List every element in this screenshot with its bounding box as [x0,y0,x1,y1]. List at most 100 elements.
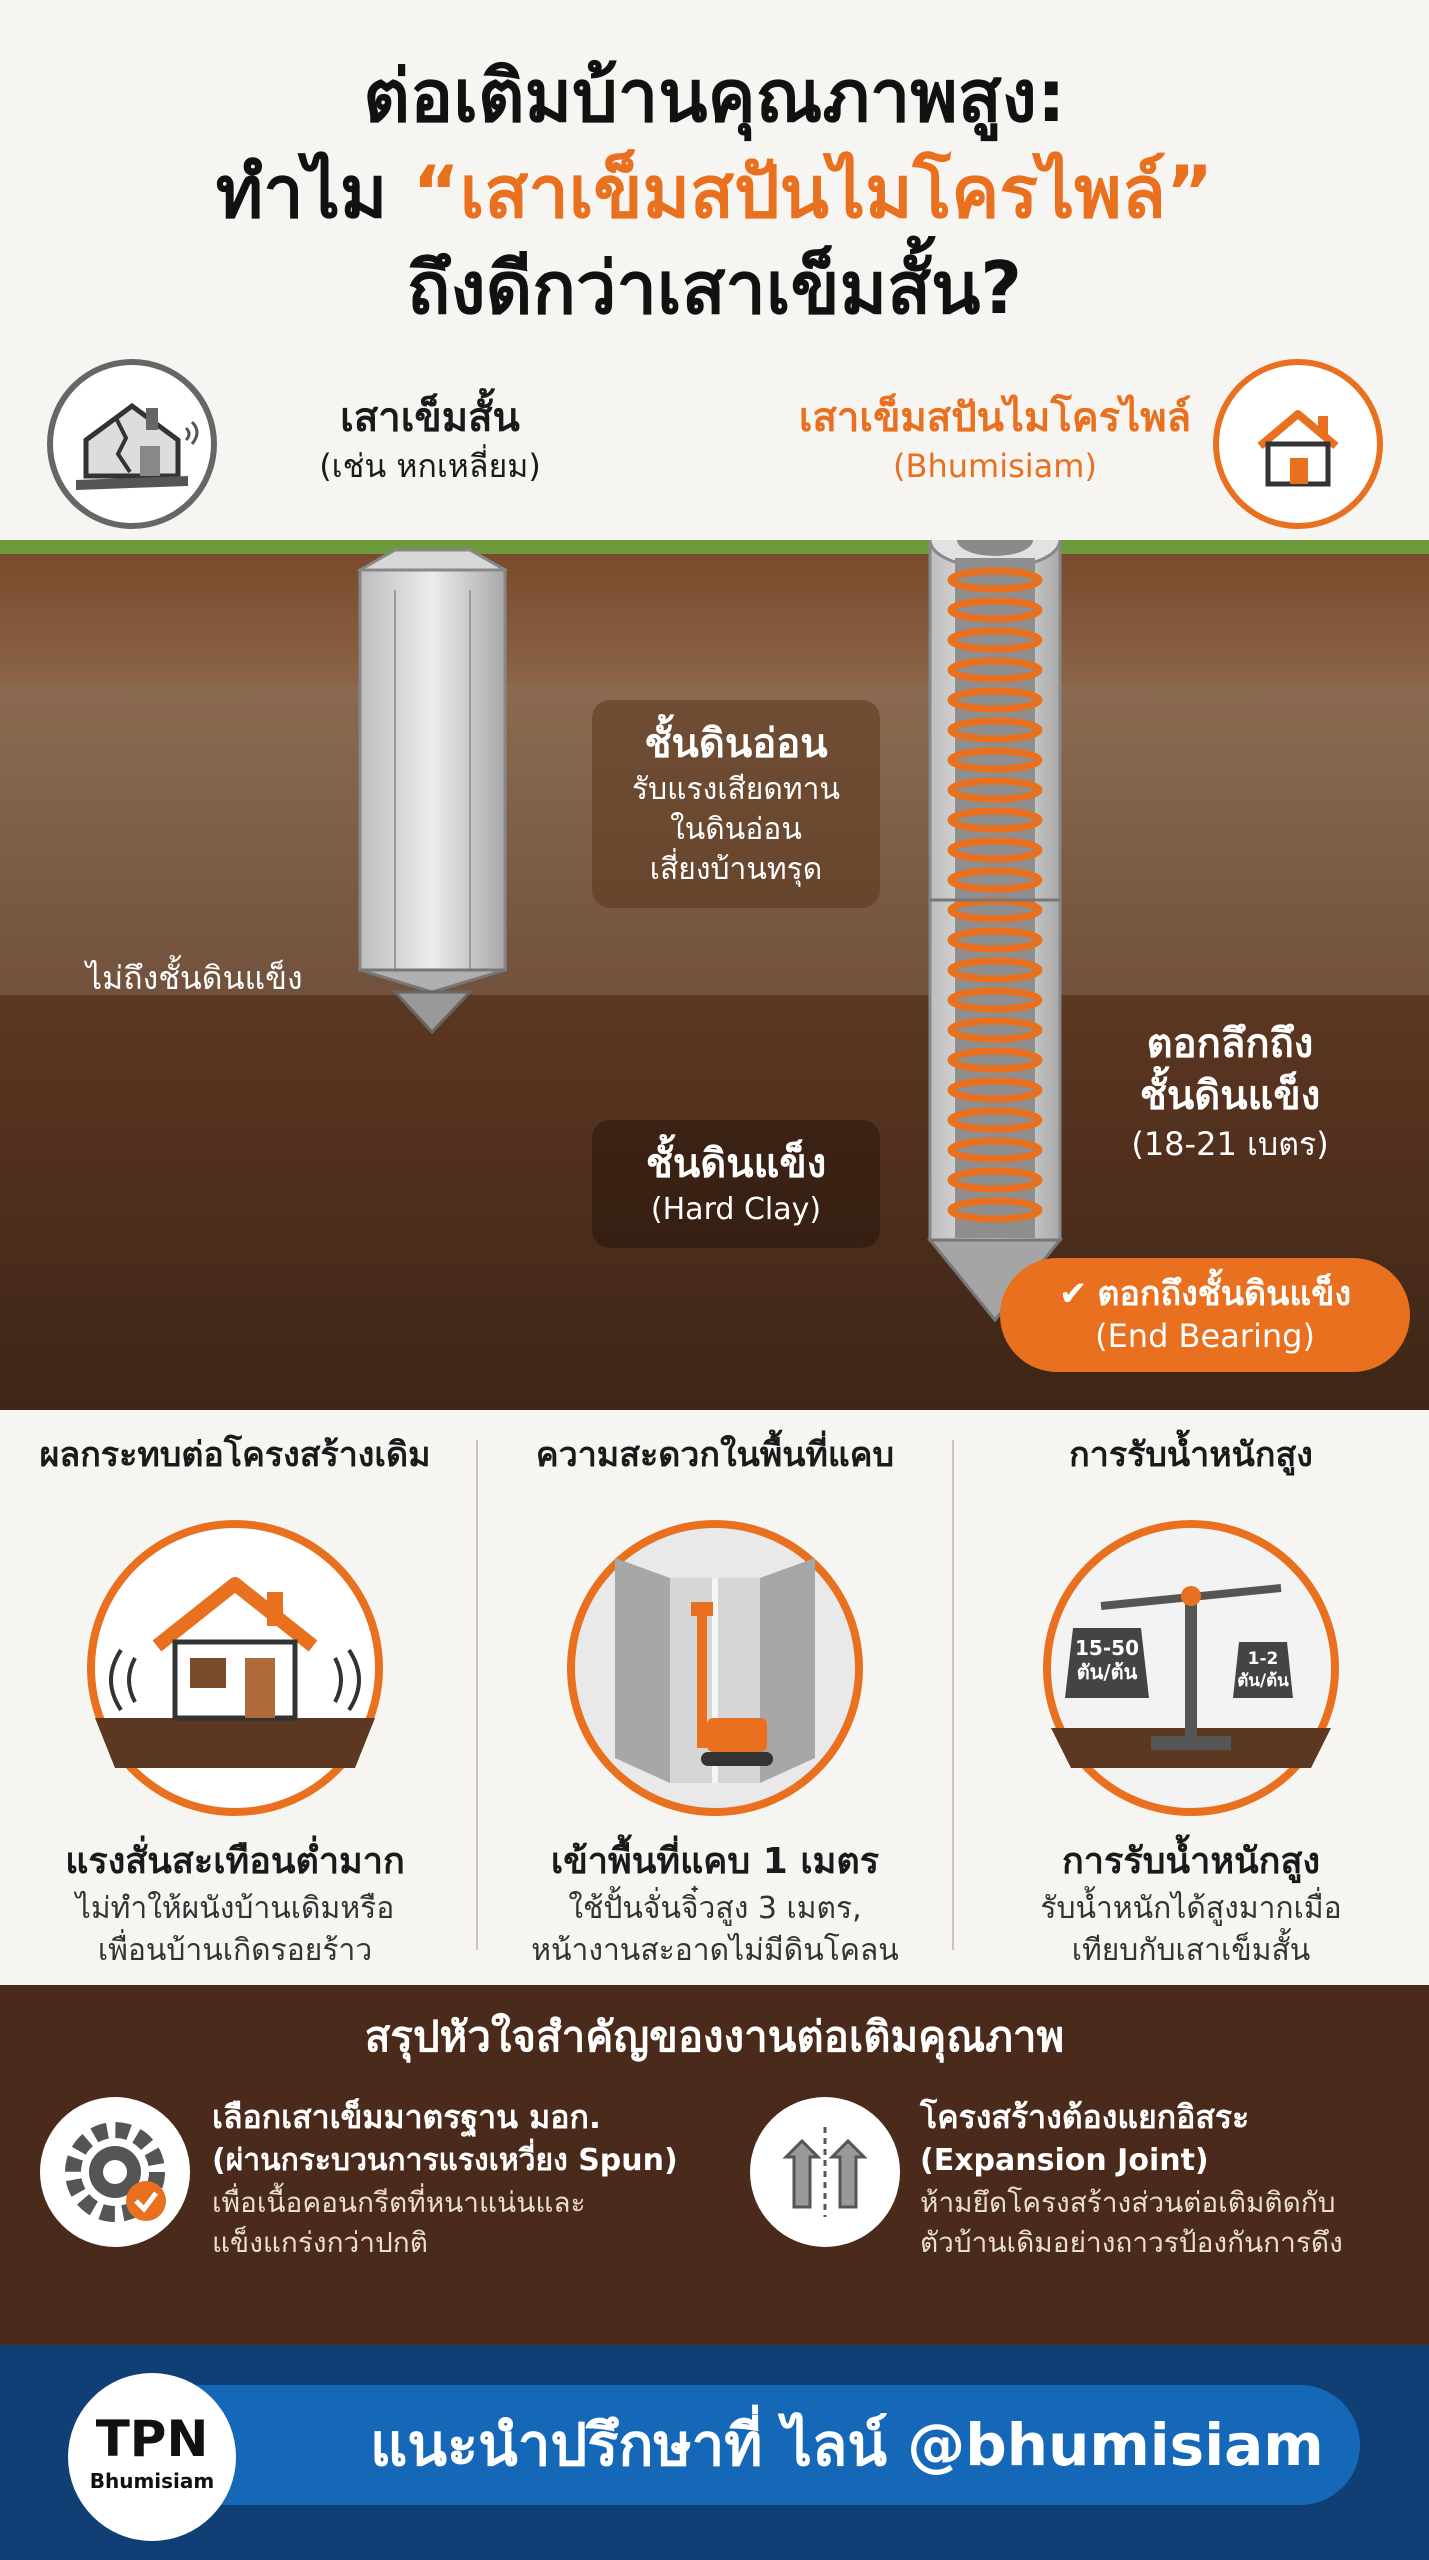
spiral-ring [947,867,1043,893]
end-bearing-badge: ✔ตอกถึงชั้นดินแข็ง (End Bearing) [1000,1258,1410,1372]
summary-section: สรุปหัวใจสำคัญของงานต่อเติมคุณภาพ เลือกเ… [0,1985,1429,2345]
spiral-ring [947,657,1043,683]
logo-subtext: Bhumisiam [89,2469,215,2493]
summary-title: สรุปหัวใจสำคัญของงานต่อเติมคุณภาพ [364,2012,1065,2061]
expansion-joint-icon [750,2097,900,2247]
spun-depth-range: (18-21 เบตร) [1131,1125,1329,1163]
feature-desc-1: รับน้ำหนักได้สูงมากเมื่อ [1040,1891,1342,1926]
scale-left-value: 15-50 [1075,1636,1139,1660]
feature-vibration: ผลกระทบต่อโครงสร้างเดิม แรงสั่นสะเทือนต่… [0,1430,470,1972]
tpn-logo: TPN Bhumisiam [68,2373,236,2541]
feature-desc-2: เพื่อนบ้านเกิดรอยร้าว [97,1933,373,1968]
spiral-ring [947,957,1043,983]
footer: แนะนำปรึกษาที่ ไลน์ @bhumisiam TPN Bhumi… [0,2345,1429,2560]
spun-pile-name: เสาเข็มสปันไมโครไพล์ [798,395,1192,441]
feature-desc-1: ไม่ทำให้ผนังบ้านเดิมหรือ [75,1891,395,1926]
summary-item-heading: เลือกเสาเข็มมาตรฐาน มอก. [212,2098,601,2136]
feature-title: แรงสั่นสะเทือนต่ำมาก [65,1841,405,1882]
spiral-ring [947,597,1043,623]
scale-left-label: 15-50 ตัน/ต้น [1065,1636,1149,1684]
soft-soil-title: ชั้นดินอ่อน [644,721,828,767]
check-icon: ✔ [1058,1274,1088,1314]
spiral-ring [947,1077,1043,1103]
title-accent: “เสาเข็มสปันไมโครไพล์” [412,150,1214,234]
spiral-ring [947,1167,1043,1193]
end-bearing-line-1: ✔ตอกถึงชั้นดินแข็ง [1000,1258,1410,1316]
soft-soil-line-3: เสี่ยงบ้านทรุด [649,852,823,887]
summary-item-desc-2: แข็งแกร่งกว่าปกติ [212,2226,428,2259]
spiral-ring [947,747,1043,773]
feature-desc-1: ใช้ปั้นจั่นจิ๋วสูง 3 เมตร, [568,1891,862,1926]
scale-left-unit: ตัน/ต้น [1076,1660,1138,1684]
spiral-ring [947,1047,1043,1073]
title-line-2: ทำไม “เสาเข็มสปันไมโครไพล์” [0,144,1429,240]
summary-item-heading: โครงสร้างต้องแยกอิสระ [920,2098,1250,2136]
soft-soil-box: ชั้นดินอ่อน รับแรงเสียดทาน ในดินอ่อน เสี… [592,700,880,908]
house-icon [1212,358,1384,530]
scale-right-label: 1-2 ตัน/ต้น [1231,1648,1295,1692]
summary-item-desc-2: ตัวบ้านเดิมอย่างถาวรป้องกันการดึง [920,2226,1343,2259]
line-contact-text: แนะนำปรึกษาที่ ไลน์ @bhumisiam [370,2411,1324,2479]
spiral-ring [947,627,1043,653]
title-line-2-prefix: ทำไม [215,150,413,234]
vibration-house-icon [85,1518,385,1818]
summary-item-standard: เลือกเสาเข็มมาตรฐาน มอก. (ผ่านกระบวนการแ… [212,2095,732,2263]
feature-title: การรับน้ำหนักสูง [1061,1841,1321,1882]
scale-right-value: 1-2 [1247,1649,1279,1669]
spun-pile-sub: (Bhumisiam) [893,447,1097,485]
feature-title: เข้าพื้นที่แคบ 1 เมตร [550,1841,880,1882]
not-reach-hard-soil-label: ไม่ถึงชั้นดินแข็ง [86,959,303,997]
spun-depth-line-2: ชั้นดินแข็ง [1139,1073,1321,1119]
spiral-ring [947,717,1043,743]
short-pile-name: เสาเข็มสั้น [340,395,520,441]
spiral-ring [947,927,1043,953]
balance-scale-icon: 15-50 ตัน/ต้น 1-2 ตัน/ต้น [1041,1518,1341,1818]
spun-pile-label: เสาเข็มสปันไมโครไพล์ (Bhumisiam) [760,392,1230,488]
soft-soil-line-1: รับแรงเสียดทาน [631,772,840,807]
summary-item-desc-1: เพื่อเนื้อคอนกรีตที่หนาแน่นและ [212,2186,586,2219]
spiral-ring [947,837,1043,863]
spun-pile-graphic [926,510,1064,1323]
mini-crane-icon [565,1518,865,1818]
spiral-ring [947,777,1043,803]
page-title: ต่อเติมบ้านคุณภาพสูง: ทำไม “เสาเข็มสปันไ… [0,48,1429,336]
spiral-ring [947,987,1043,1013]
feature-header: การรับน้ำหนักสูง [1069,1435,1313,1475]
spun-depth-label: ตอกลึกถึง ชั้นดินแข็ง (18-21 เบตร) [1110,1018,1350,1166]
title-line-3: ถึงดีกว่าเสาเข็มสั้น? [406,246,1023,330]
hard-soil-title: ชั้นดินแข็ง [645,1141,827,1187]
spiral-ring [947,1197,1043,1223]
spiral-ring [947,1017,1043,1043]
short-pile-graphic [356,548,509,1035]
feature-load: การรับน้ำหนักสูง 15-50 ตัน/ต้น 1-2 ตัน/ต… [956,1430,1426,1972]
line-contact-link[interactable]: แนะนำปรึกษาที่ ไลน์ @bhumisiam [120,2385,1360,2505]
summary-item-expansion-joint: โครงสร้างต้องแยกอิสระ (Expansion Joint) … [920,2095,1420,2263]
spiral-ring [947,1137,1043,1163]
spiral-ring [947,807,1043,833]
summary-item-subheading: (Expansion Joint) [920,2143,1209,2178]
short-pile-label: เสาเข็มสั้น (เช่น หกเหลี่ยม) [230,392,630,488]
end-bearing-line-2: (End Bearing) [1095,1317,1315,1355]
feature-desc-2: เทียบกับเสาเข็มสั้น [1071,1933,1311,1968]
spiral-ring [947,567,1043,593]
summary-item-desc-1: ห้ามยึดโครงสร้างส่วนต่อเติมติดกับ [920,2186,1336,2219]
scale-right-unit: ตัน/ต้น [1237,1671,1289,1691]
hard-soil-box: ชั้นดินแข็ง (Hard Clay) [592,1120,880,1248]
cracked-house-icon [46,358,218,530]
spiral-ring [947,687,1043,713]
title-line-1: ต่อเติมบ้านคุณภาพสูง: [363,54,1066,138]
divider [952,1440,954,1950]
feature-header: ความสะดวกในพื้นที่แคบ [535,1435,895,1475]
spun-depth-line-1: ตอกลึกถึง [1146,1021,1314,1067]
end-bearing-text: ตอกถึงชั้นดินแข็ง [1097,1274,1352,1314]
hard-soil-sub: (Hard Clay) [650,1192,822,1227]
logo-text: TPN [95,2410,209,2468]
summary-item-subheading: (ผ่านกระบวนการแรงเหวี่ยง Spun) [212,2143,678,2178]
divider [476,1440,478,1950]
feature-narrow-space: ความสะดวกในพื้นที่แคบ เข้าพื้นที่แคบ 1 เ… [480,1430,950,1972]
soft-soil-line-2: ในดินอ่อน [670,812,802,847]
spiral-ring [947,1107,1043,1133]
gear-check-icon [40,2097,190,2247]
feature-desc-2: หน้างานสะอาดไม่มีดินโคลน [531,1933,899,1968]
